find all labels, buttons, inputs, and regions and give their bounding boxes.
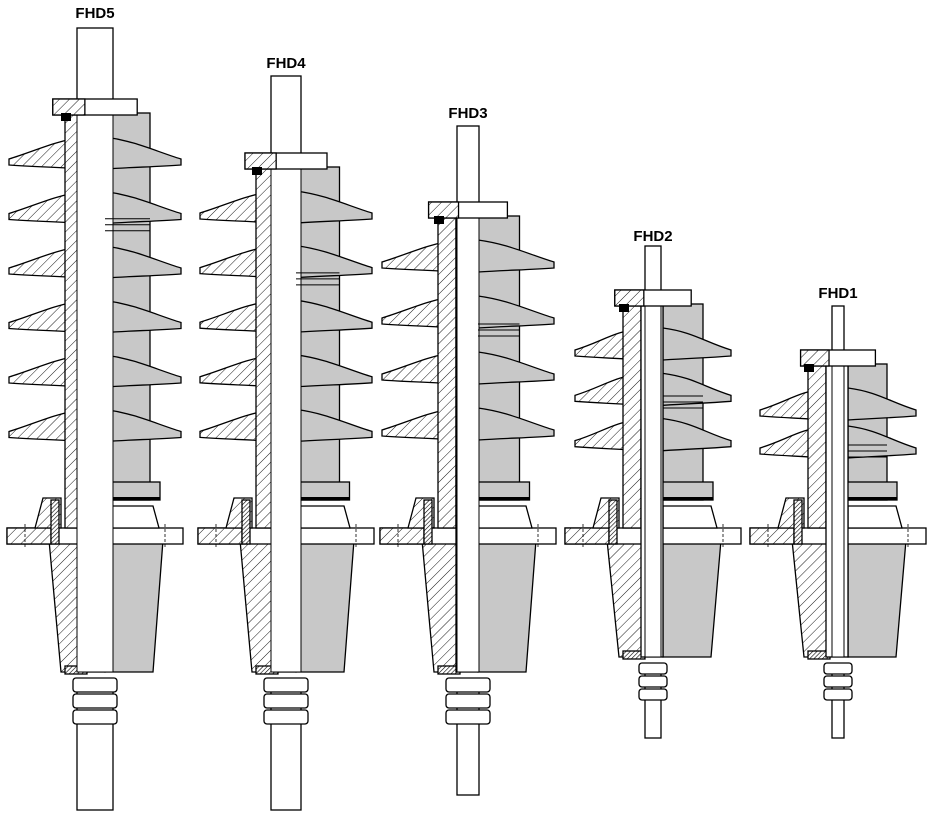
lower-cone-section bbox=[606, 539, 644, 658]
flange-section bbox=[749, 527, 795, 545]
right-shed bbox=[477, 295, 555, 329]
right-shed bbox=[104, 136, 182, 170]
right-shed bbox=[104, 354, 182, 388]
seal-insert bbox=[793, 499, 803, 545]
hex-nut bbox=[263, 693, 309, 709]
right-shed bbox=[104, 190, 182, 225]
lower-epoxy-body bbox=[847, 539, 907, 658]
conductor-in-bore bbox=[644, 303, 662, 658]
flange-section bbox=[197, 527, 243, 545]
top-cap-section bbox=[244, 152, 277, 170]
hex-nut bbox=[445, 677, 491, 693]
right-shed bbox=[662, 372, 732, 407]
right-shed bbox=[847, 387, 917, 421]
hex-nut bbox=[823, 675, 853, 688]
base-ring-edge bbox=[292, 497, 350, 500]
lower-cone-section bbox=[791, 539, 829, 658]
right-shed bbox=[295, 190, 373, 224]
right-shed bbox=[104, 299, 182, 334]
hex-nut bbox=[263, 677, 309, 693]
hex-nut bbox=[263, 709, 309, 725]
right-shed bbox=[104, 245, 182, 279]
hex-nut bbox=[823, 688, 853, 701]
conductor-in-bore bbox=[76, 112, 114, 673]
flange-collar bbox=[477, 505, 533, 529]
top-cap-section bbox=[799, 349, 830, 367]
flange-collar bbox=[662, 505, 718, 529]
lower-cone-section bbox=[421, 539, 459, 673]
bushing-fhd5 bbox=[6, 27, 184, 811]
flange-collar bbox=[295, 505, 351, 529]
hex-nut bbox=[72, 693, 118, 709]
right-shed bbox=[295, 354, 373, 388]
bushing-fhd4 bbox=[197, 75, 375, 811]
flange-section bbox=[6, 527, 52, 545]
hex-nut bbox=[445, 693, 491, 709]
label-fhd5: FHD5 bbox=[75, 5, 114, 22]
lower-epoxy-body bbox=[104, 539, 164, 673]
insulator-wall-section bbox=[437, 215, 457, 529]
hex-nut bbox=[445, 709, 491, 725]
right-shed bbox=[295, 299, 373, 333]
hex-nut bbox=[823, 662, 853, 675]
flange-section bbox=[379, 527, 425, 545]
right-shed bbox=[662, 327, 732, 361]
seal-insert bbox=[241, 499, 251, 545]
hex-nut bbox=[72, 709, 118, 725]
top-seal bbox=[804, 364, 814, 372]
base-ring-edge bbox=[101, 497, 160, 500]
label-fhd3: FHD3 bbox=[448, 105, 487, 122]
label-fhd2: FHD2 bbox=[633, 228, 672, 245]
insulator-wall-section bbox=[807, 363, 827, 529]
base-ring-edge bbox=[474, 497, 530, 500]
base-ring-edge bbox=[844, 497, 897, 500]
top-cap-section bbox=[427, 201, 460, 219]
top-seal bbox=[252, 167, 262, 175]
lower-epoxy-body bbox=[295, 539, 355, 673]
flange-section bbox=[564, 527, 610, 545]
bushing-fhd3 bbox=[379, 125, 557, 796]
hex-nut bbox=[638, 675, 668, 688]
right-shed bbox=[104, 408, 182, 443]
hex-nut bbox=[638, 688, 668, 701]
seal-insert bbox=[423, 499, 433, 545]
hex-nut bbox=[72, 677, 118, 693]
top-cap-section bbox=[52, 98, 86, 116]
conductor-in-bore bbox=[270, 166, 302, 673]
right-shed bbox=[662, 417, 732, 452]
seal-insert bbox=[608, 499, 618, 545]
label-fhd1: FHD1 bbox=[818, 285, 857, 302]
lower-epoxy-body bbox=[477, 539, 537, 673]
right-shed bbox=[477, 351, 555, 385]
lower-epoxy-body bbox=[662, 539, 722, 658]
insulator-wall-section bbox=[622, 303, 642, 529]
hex-nut bbox=[638, 662, 668, 675]
top-seal bbox=[619, 304, 629, 312]
right-shed bbox=[295, 408, 373, 443]
bushing-fhd2 bbox=[564, 245, 742, 739]
right-shed bbox=[477, 239, 555, 273]
top-seal bbox=[434, 216, 444, 224]
flange-collar bbox=[847, 505, 903, 529]
base-ring-edge bbox=[659, 497, 713, 500]
right-shed bbox=[477, 407, 555, 441]
right-shed bbox=[295, 244, 373, 279]
label-fhd4: FHD4 bbox=[266, 55, 306, 72]
conductor-in-bore bbox=[456, 215, 480, 673]
top-seal bbox=[61, 113, 71, 121]
bushing-fhd1 bbox=[749, 305, 927, 739]
conductor-in-bore bbox=[831, 363, 845, 658]
seal-insert bbox=[50, 499, 60, 545]
top-cap-section bbox=[614, 289, 645, 307]
